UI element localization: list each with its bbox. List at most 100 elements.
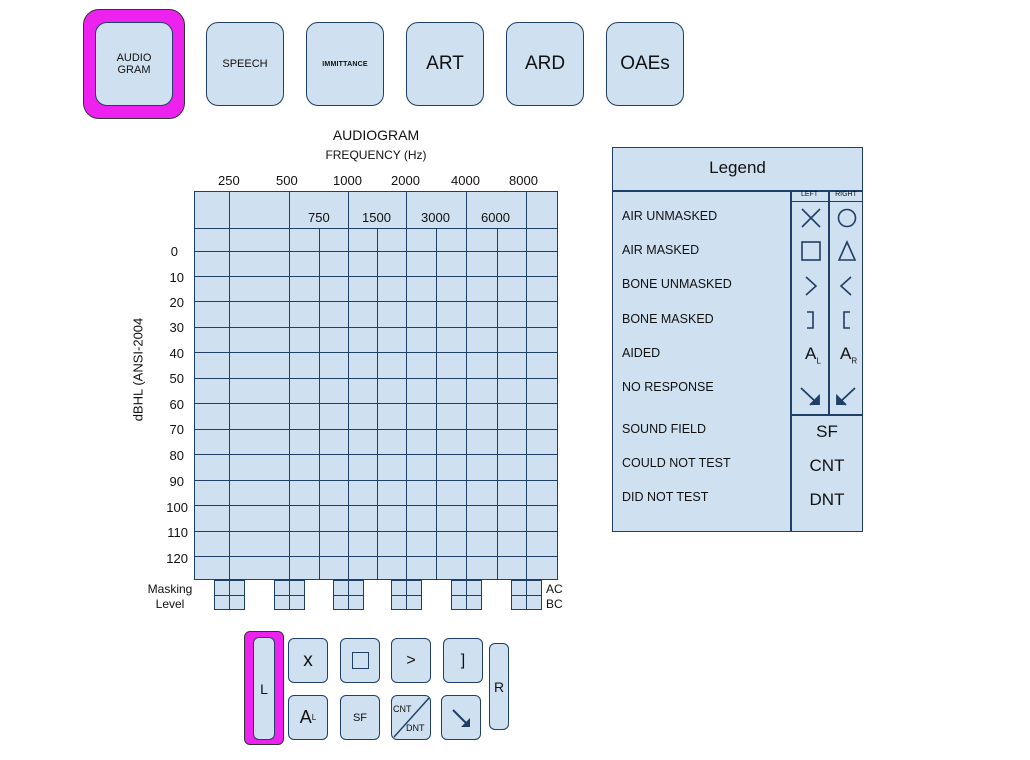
bc-label: BC bbox=[546, 597, 563, 611]
legend-code-dnt: DNT bbox=[809, 490, 845, 509]
tab-ard[interactable]: ARD bbox=[506, 22, 584, 106]
grid-hline bbox=[194, 251, 558, 252]
aided-left-letter: A bbox=[805, 344, 817, 363]
masking-bc-1000-left[interactable] bbox=[333, 595, 349, 610]
no-response-button[interactable] bbox=[441, 695, 481, 740]
tab-art[interactable]: ART bbox=[406, 22, 484, 106]
x-icon bbox=[801, 208, 821, 228]
masking-ac-8000-left[interactable] bbox=[511, 580, 527, 596]
grid-hline bbox=[194, 556, 558, 557]
cnt-label: CNT bbox=[393, 704, 412, 714]
tab-audiogram[interactable]: AUDIO GRAM bbox=[95, 22, 173, 106]
greater-than-icon: > bbox=[406, 651, 416, 669]
masking-ac-250-right[interactable] bbox=[229, 580, 245, 596]
grid-vline-1000 bbox=[348, 191, 349, 580]
legend-row-label: SOUND FIELD bbox=[622, 422, 707, 436]
air-unmasked-button[interactable]: x bbox=[288, 638, 328, 683]
tab-art-label: ART bbox=[426, 53, 464, 74]
cnt-dnt-button[interactable]: CNT DNT bbox=[391, 695, 431, 740]
masking-ac-500-right[interactable] bbox=[289, 580, 305, 596]
db-label: 70 bbox=[169, 422, 184, 437]
tab-oaes[interactable]: OAEs bbox=[606, 22, 684, 106]
db-label: 80 bbox=[169, 448, 184, 463]
masking-bc-8000-left[interactable] bbox=[511, 595, 527, 610]
grid-vline-2000 bbox=[406, 191, 407, 580]
masking-bc-8000-right[interactable] bbox=[526, 595, 542, 610]
legend-divider bbox=[612, 190, 863, 192]
masking-ac-4000-right[interactable] bbox=[466, 580, 482, 596]
grid-vline-250 bbox=[229, 191, 230, 580]
masking-ac-2000-left[interactable] bbox=[391, 580, 407, 596]
legend-right-header: RIGHT bbox=[835, 191, 857, 198]
grid-hline bbox=[194, 403, 558, 404]
grid-hline bbox=[194, 429, 558, 430]
frequency-label: FREQUENCY (Hz) bbox=[325, 148, 427, 162]
grid-hline bbox=[194, 352, 558, 353]
diagonal-divider-icon bbox=[393, 697, 430, 738]
masking-ac-2000-right[interactable] bbox=[406, 580, 422, 596]
triangle-icon bbox=[837, 240, 857, 261]
masking-ac-4000-left[interactable] bbox=[451, 580, 467, 596]
freq-750: 750 bbox=[308, 210, 330, 225]
db-label: 110 bbox=[167, 525, 188, 540]
db-label: 60 bbox=[169, 397, 184, 412]
tab-speech-label: SPEECH bbox=[222, 58, 268, 70]
db-label: 30 bbox=[169, 320, 184, 335]
db-label: 50 bbox=[169, 371, 184, 386]
freq-1000: 1000 bbox=[333, 173, 362, 188]
masking-bc-500-right[interactable] bbox=[289, 595, 305, 610]
legend-row-label: DID NOT TEST bbox=[622, 490, 709, 504]
db-label: 90 bbox=[169, 474, 184, 489]
circle-icon bbox=[837, 208, 857, 228]
masking-ac-1000-left[interactable] bbox=[333, 580, 349, 596]
bone-unmasked-button[interactable]: > bbox=[391, 638, 431, 683]
air-masked-button[interactable] bbox=[340, 638, 380, 683]
grid-vline-1500 bbox=[377, 228, 378, 580]
masking-bc-500-left[interactable] bbox=[274, 595, 290, 610]
legend-row-label: COULD NOT TEST bbox=[622, 456, 731, 470]
right-bracket-icon bbox=[807, 311, 814, 329]
freq-4000: 4000 bbox=[451, 173, 480, 188]
freq-6000: 6000 bbox=[481, 210, 510, 225]
aided-left-symbol: AL bbox=[805, 344, 821, 365]
sf-label: SF bbox=[352, 711, 368, 724]
freq-2000: 2000 bbox=[391, 173, 420, 188]
audiogram-grid[interactable] bbox=[194, 191, 558, 580]
masking-ac-8000-right[interactable] bbox=[526, 580, 542, 596]
tab-audiogram-label-line2: GRAM bbox=[117, 64, 151, 76]
freq-500: 500 bbox=[276, 173, 298, 188]
masking-bc-250-left[interactable] bbox=[214, 595, 230, 610]
tab-immittance-label: IMMITTANCE bbox=[322, 60, 368, 68]
tab-immittance[interactable]: IMMITTANCE bbox=[306, 22, 384, 106]
masking-bc-2000-right[interactable] bbox=[406, 595, 422, 610]
sound-field-button[interactable]: SF bbox=[340, 695, 380, 740]
arrow-down-right-icon bbox=[452, 708, 470, 727]
aided-right-symbol: AR bbox=[840, 344, 857, 365]
legend-row-label: BONE UNMASKED bbox=[622, 277, 732, 291]
tab-audiogram-label-line1: AUDIO bbox=[116, 52, 152, 64]
legend-section-divider bbox=[790, 414, 863, 416]
db-label: 0 bbox=[170, 244, 178, 259]
masking-bc-4000-right[interactable] bbox=[466, 595, 482, 610]
legend-row-label: NO RESPONSE bbox=[622, 380, 714, 394]
grid-hline bbox=[194, 454, 558, 455]
masking-ac-1000-right[interactable] bbox=[348, 580, 364, 596]
bone-masked-button[interactable]: ] bbox=[443, 638, 483, 683]
db-label: 40 bbox=[169, 346, 184, 361]
masking-bc-250-right[interactable] bbox=[229, 595, 245, 610]
ac-bc-labels: AC BC bbox=[546, 582, 563, 612]
tab-speech[interactable]: SPEECH bbox=[206, 22, 284, 106]
masking-ac-250-left[interactable] bbox=[214, 580, 230, 596]
aided-letter: A bbox=[299, 707, 312, 727]
legend-row-label: AIDED bbox=[622, 346, 661, 360]
grid-hline bbox=[194, 301, 558, 302]
right-ear-button[interactable]: R bbox=[489, 643, 509, 730]
masking-ac-500-left[interactable] bbox=[274, 580, 290, 596]
left-ear-button[interactable]: L bbox=[253, 637, 275, 740]
masking-bc-4000-left[interactable] bbox=[451, 595, 467, 610]
masking-bc-1000-right[interactable] bbox=[348, 595, 364, 610]
masking-bc-2000-left[interactable] bbox=[391, 595, 407, 610]
legend-row-label: AIR MASKED bbox=[622, 243, 700, 257]
tab-oaes-label: OAEs bbox=[620, 53, 670, 74]
